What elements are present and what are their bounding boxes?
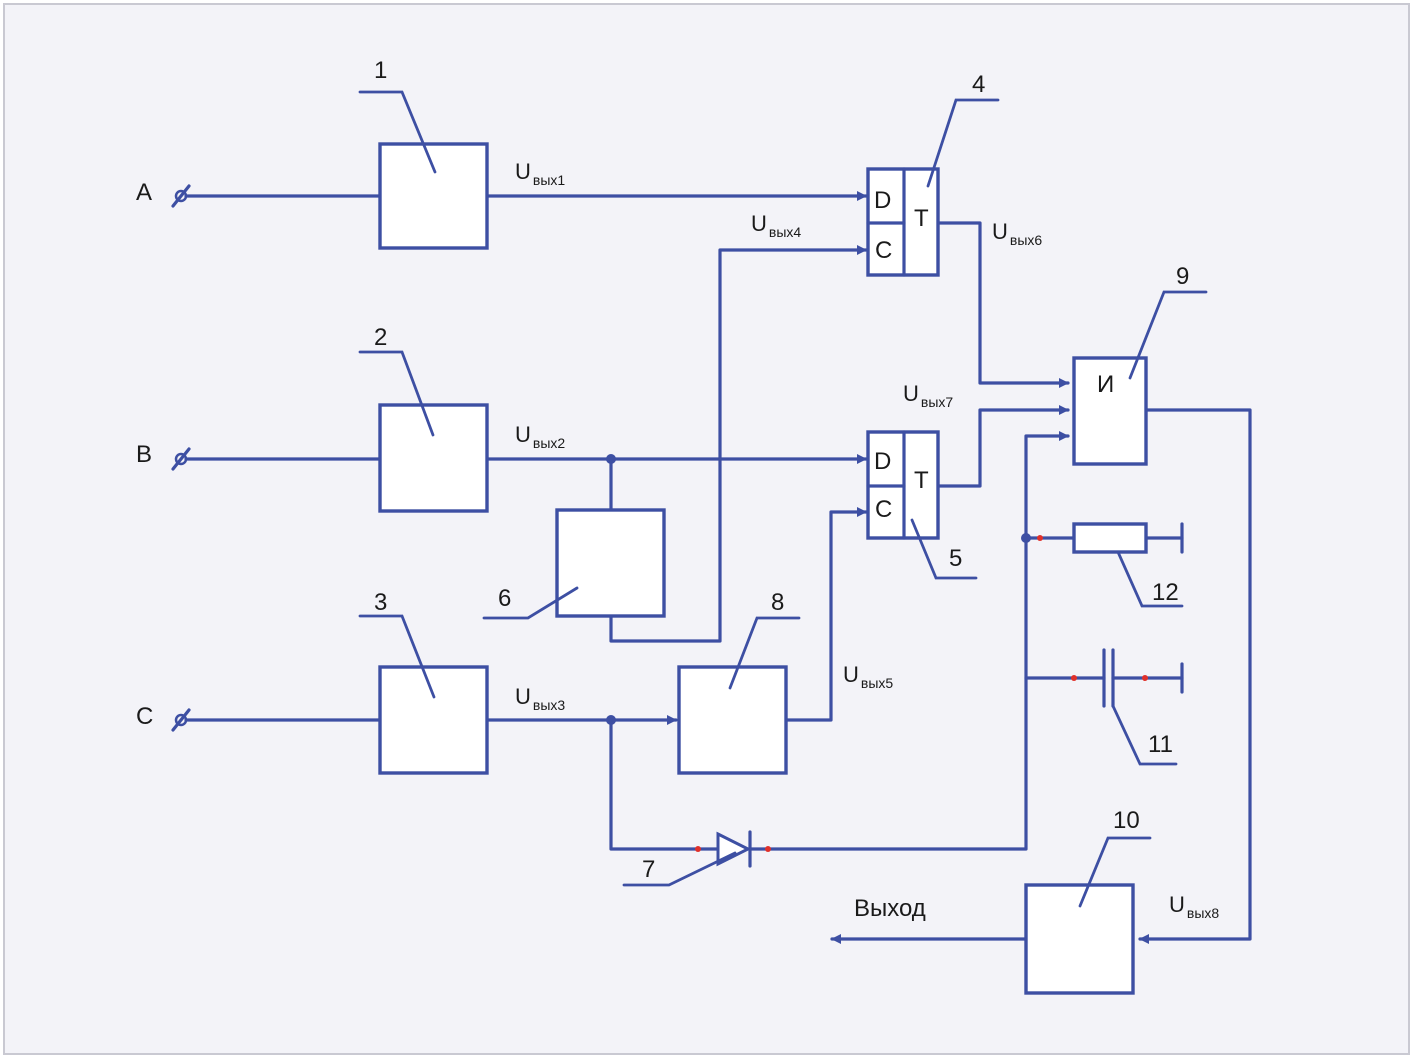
number-7: 7 bbox=[642, 856, 655, 883]
junction-c bbox=[606, 715, 616, 725]
marker bbox=[1071, 675, 1077, 681]
input-label-b: B bbox=[136, 441, 152, 468]
marker bbox=[765, 846, 771, 852]
number-10: 10 bbox=[1113, 807, 1140, 834]
block-1 bbox=[378, 142, 489, 250]
number-11: 11 bbox=[1148, 731, 1173, 758]
marker bbox=[695, 846, 701, 852]
and-gate-9 bbox=[1072, 356, 1148, 466]
number-8: 8 bbox=[771, 589, 784, 616]
junction-resistor bbox=[1021, 533, 1031, 543]
leader-11 bbox=[1111, 704, 1178, 766]
number-1: 1 bbox=[374, 57, 387, 84]
trigger-5 bbox=[866, 430, 940, 540]
wire-block6-to-c4 bbox=[609, 245, 868, 643]
input-label-a: A bbox=[136, 179, 152, 206]
leader-12 bbox=[1116, 550, 1184, 608]
trigger4-d-label: D bbox=[874, 187, 891, 214]
junction-b bbox=[606, 454, 616, 464]
number-2: 2 bbox=[374, 324, 387, 351]
marker bbox=[1037, 535, 1043, 541]
block-2 bbox=[378, 403, 489, 513]
number-4: 4 bbox=[972, 71, 985, 98]
leader-2 bbox=[358, 350, 435, 437]
leader-6 bbox=[482, 586, 579, 620]
leader-8 bbox=[728, 616, 801, 690]
trigger5-c-label: C bbox=[875, 496, 892, 523]
trigger4-t-label: T bbox=[914, 205, 929, 232]
trigger-4 bbox=[866, 167, 940, 277]
trigger5-t-label: T bbox=[914, 467, 929, 494]
block-3 bbox=[378, 665, 489, 775]
block-10 bbox=[1024, 883, 1135, 995]
number-5: 5 bbox=[949, 545, 962, 572]
block-6 bbox=[555, 508, 666, 618]
leader-3 bbox=[358, 614, 436, 699]
wire-diode-to-and bbox=[748, 431, 1070, 851]
leader-5 bbox=[910, 518, 978, 580]
marker bbox=[1142, 675, 1148, 681]
diagram-frame bbox=[3, 3, 1410, 1055]
wire-and-to-block10 bbox=[1138, 408, 1252, 944]
input-label-c: C bbox=[136, 703, 153, 730]
resistor-12 bbox=[1072, 522, 1148, 554]
leader-1 bbox=[358, 90, 437, 174]
number-9: 9 bbox=[1176, 263, 1189, 290]
output-label: Выход bbox=[854, 895, 926, 922]
wire-q5-to-and bbox=[936, 405, 1070, 488]
trigger5-d-label: D bbox=[874, 448, 891, 475]
number-3: 3 bbox=[374, 589, 387, 616]
wire-q4-to-and bbox=[936, 221, 1070, 388]
wire-to-diode bbox=[609, 718, 720, 851]
and-gate-label: И bbox=[1097, 371, 1114, 398]
number-12: 12 bbox=[1152, 579, 1179, 606]
leader-10 bbox=[1078, 836, 1152, 908]
trigger4-c-label: C bbox=[875, 237, 892, 264]
leader-9 bbox=[1128, 290, 1208, 380]
leader-7 bbox=[622, 851, 737, 887]
number-6: 6 bbox=[498, 585, 511, 612]
leader-4 bbox=[926, 98, 1000, 188]
wire-block8-to-c5 bbox=[784, 507, 868, 722]
capacitor-11 bbox=[1102, 648, 1115, 708]
